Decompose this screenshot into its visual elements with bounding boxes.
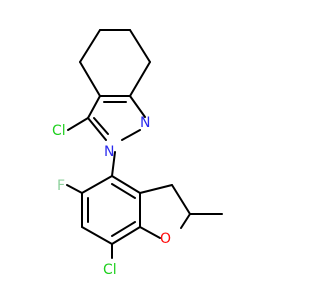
bond: [129, 95, 146, 118]
atom-n-top: N: [140, 115, 150, 131]
cyclohexane-ring: [79, 29, 151, 97]
bond: [67, 117, 89, 131]
bond: [121, 129, 141, 141]
bond: [180, 213, 191, 229]
bond: [81, 175, 113, 194]
bond: [129, 29, 151, 63]
atom-cl-bottom: Cl: [103, 262, 117, 278]
bond: [66, 184, 83, 194]
atom-f: F: [57, 178, 65, 194]
bond: [139, 184, 173, 194]
bond: [111, 226, 141, 245]
bond: [171, 184, 191, 215]
bond: [139, 226, 161, 239]
pyrazole-ring: [87, 95, 146, 141]
atom-cl-top: Cl: [52, 123, 66, 139]
bond: [81, 226, 113, 245]
bond: [111, 175, 141, 194]
bond: [79, 61, 101, 97]
atom-o: O: [160, 231, 171, 247]
benzene-ring: [81, 175, 141, 245]
bond: [129, 61, 151, 97]
bond: [87, 117, 107, 141]
atom-n-mid: N: [104, 144, 114, 160]
bond: [111, 151, 116, 177]
molecule-structure: Cl N N F O Cl: [52, 29, 223, 278]
double-bond-inner: [111, 221, 136, 237]
bond: [87, 95, 101, 119]
dihydrofuran-ring: [139, 184, 191, 239]
bond: [79, 29, 101, 63]
double-bond-inner: [111, 183, 136, 199]
double-bond-inner: [93, 117, 109, 135]
